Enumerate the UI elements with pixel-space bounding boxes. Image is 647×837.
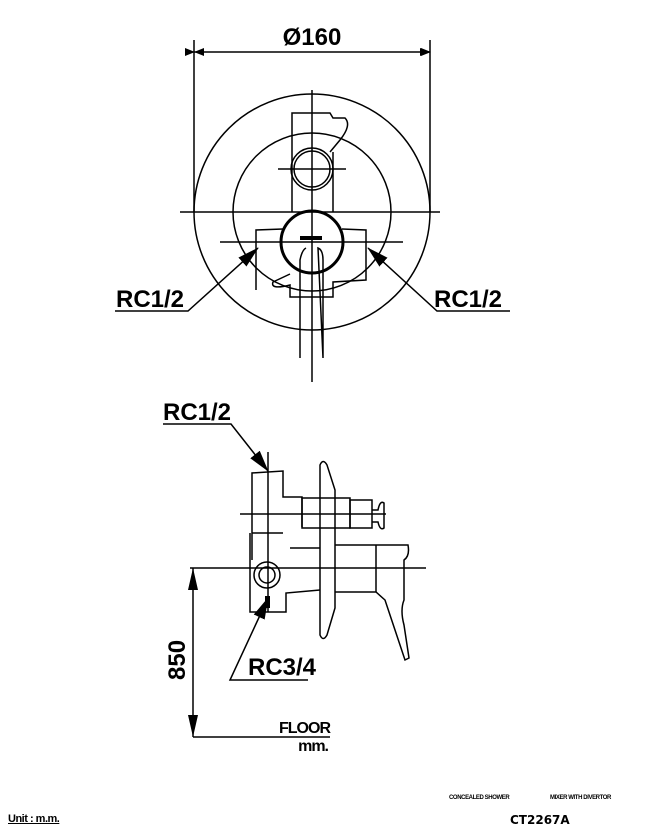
top-port-leader <box>163 423 269 472</box>
left-port-label: RC1/2 <box>116 286 184 313</box>
lever-side <box>335 544 410 662</box>
model-number: CT2267A <box>510 813 570 827</box>
floor-unit: mm. <box>298 738 328 755</box>
diverter-housing <box>291 112 349 212</box>
cover-plate-side <box>319 460 336 640</box>
mixer-body <box>255 228 367 298</box>
bottom-port-label: RC3/4 <box>248 654 317 681</box>
top-port-label: RC1/2 <box>163 399 231 426</box>
description-1: CONCEALED SHOWER <box>449 795 510 801</box>
logo-mark <box>300 236 322 240</box>
mixer-body-side <box>249 533 321 613</box>
diverter-body <box>251 470 303 560</box>
side-view: RC1/2 RC3/4 850 FLOOR mm. <box>163 399 426 755</box>
left-port-leader <box>115 247 259 312</box>
bottom-port-leader <box>228 597 308 681</box>
lever-handle <box>299 246 324 359</box>
description-2: MIXER WITH DIVERTOR <box>550 795 611 801</box>
floor-label: FLOOR <box>279 720 331 737</box>
unit-label: Unit : m.m. <box>8 813 60 825</box>
outlet-port <box>253 561 281 589</box>
right-port-leader <box>367 247 510 312</box>
top-view: Ø160 RC1/2 RC1/2 <box>115 24 510 382</box>
height-label: 850 <box>164 640 191 680</box>
right-port-label: RC1/2 <box>434 286 502 313</box>
diameter-label: Ø160 <box>283 24 342 51</box>
